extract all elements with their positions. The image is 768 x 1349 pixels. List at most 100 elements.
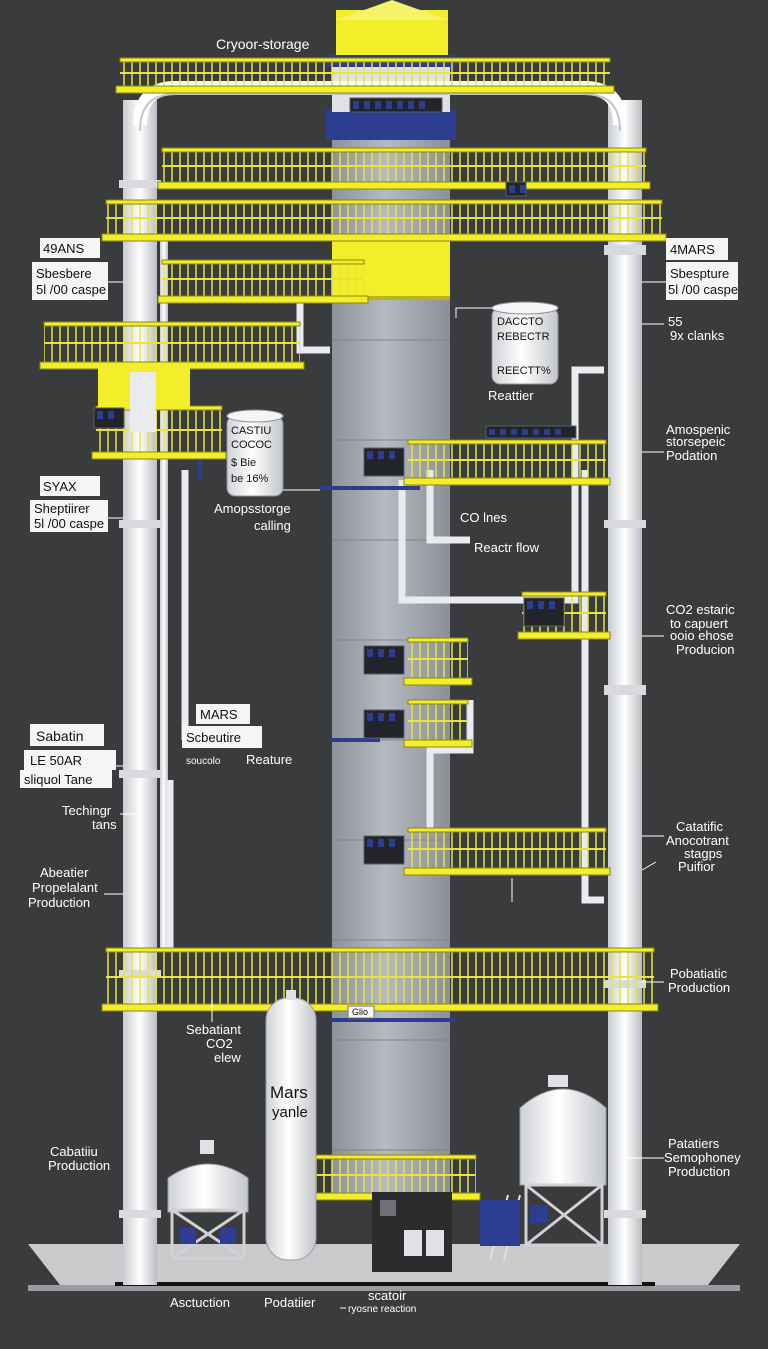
equipment-unit-8-valve-4 [386, 101, 392, 109]
right-co2-label-3: ooio ehose [670, 628, 734, 643]
top-title: Cryoor-storage [216, 36, 310, 52]
platform-5 [39, 321, 305, 370]
catalytic-label-1: Catatific [676, 819, 723, 834]
left-box-2-line1: Sheptiirer [34, 501, 90, 516]
right-atmos-label-3: Podation [666, 448, 717, 463]
platform-12-top-rail [105, 947, 655, 953]
left-tank-label-4: be 16% [231, 473, 269, 485]
right-main-pipe [604, 100, 646, 1285]
sabatin-box: Sabatin LE 50AR sliquol Tane [20, 724, 116, 788]
equipment-unit-5-valve-1 [527, 601, 533, 609]
right-tanks-label: 9x clanks [670, 328, 725, 343]
platform-10 [403, 699, 473, 748]
equipment-unit-3-valve-1 [367, 713, 373, 721]
platform-12 [101, 947, 659, 1012]
reactor-tank-label-3: REECTT% [497, 365, 551, 377]
sabatin-box-line2: LE 50AR [30, 753, 82, 768]
equipment-unit-4-valve-3 [389, 839, 395, 847]
reactor-tank-label-2: REBECTR [497, 331, 550, 343]
platform-7-top-rail [407, 439, 607, 445]
bottom-label-2: Podatiier [264, 1295, 316, 1310]
left-pipe-joint-1 [119, 180, 161, 188]
platform-13-mid-rail [316, 1174, 476, 1176]
left-box-2-title: SYAX [43, 479, 77, 494]
platform-1-mid-rail [120, 72, 610, 74]
platform-2 [157, 147, 651, 190]
equipment-unit-3 [363, 709, 405, 739]
equipment-unit-2-valve-2 [378, 649, 384, 657]
patatiers-label-1: Patatiers [668, 1136, 720, 1151]
equipment-unit-8-valve-6 [408, 101, 414, 109]
equipment-unit-1 [363, 447, 405, 477]
platform-1-top-rail [119, 57, 611, 63]
equipment-unit-1-valve-2 [378, 451, 384, 459]
right-box-1-line1: Sbespture [670, 266, 729, 281]
platform-6-deck [91, 451, 227, 460]
equipment-unit-4-valve-2 [378, 839, 384, 847]
mars-tank-label-2: yanle [272, 1104, 308, 1121]
left-pipe-joint-3 [119, 770, 161, 778]
abatier-label-2: Propelalant [32, 880, 98, 895]
equipment-unit-6-valve-1 [97, 411, 103, 419]
equipment-unit-8-body [349, 97, 443, 113]
left-box-2-line2: 5l /00 caspe [34, 516, 104, 531]
pobatiatic-label-1: Pobatiatic [670, 966, 728, 981]
platform-1 [115, 57, 615, 94]
atmos-left-label-2: calling [254, 518, 291, 533]
left-box-1-line1: Sbesbere [36, 266, 92, 281]
platform-9 [403, 637, 473, 686]
left-box-1-line2: 5l /00 caspe [36, 282, 106, 297]
equipment-unit-9-valve-2 [520, 185, 526, 193]
right-box-1-line2: 5l /00 caspe [668, 282, 738, 297]
platform-8-deck [517, 631, 611, 640]
left-tank-label-3: $ Bie [231, 457, 256, 469]
platform-3-deck [101, 233, 667, 242]
mars-tank-label-1: Mars [270, 1083, 308, 1102]
equipment-unit-8 [349, 97, 443, 113]
right-co2-label-2: to capuert [670, 616, 728, 631]
platform-5-mid-rail [44, 342, 300, 344]
platform-12-mid-rail [106, 976, 654, 978]
atmos-left-label-1: Amopsstorge [214, 501, 291, 516]
left-tank-label-2: COCOC [231, 439, 272, 451]
equipment-unit-1-valve-1 [367, 451, 373, 459]
left-box-1: 49ANS Sbesbere 5l /00 caspe [32, 238, 108, 300]
platform-11-top-rail [407, 827, 607, 833]
base-cabinet [372, 1192, 520, 1272]
small-label-box: Glio [347, 1005, 375, 1019]
mars-box-line3: soucolo [186, 756, 221, 767]
platform-11-deck [403, 867, 611, 876]
right-co2-label-4: Producion [676, 642, 735, 657]
equipment-unit-5 [523, 597, 565, 627]
equipment-unit-8-valve-5 [397, 101, 403, 109]
platform-1-deck [115, 85, 615, 94]
left-pipe-joint-5 [119, 1210, 161, 1218]
platform-2-top-rail [161, 147, 647, 153]
equipment-unit-7-valve-5 [533, 429, 539, 435]
equipment-unit-7-valve-3 [511, 429, 517, 435]
left-small-tank: CASTIU COCOC $ Bie be 16% [226, 409, 284, 497]
left-vent-cylinder [130, 372, 156, 432]
sabatin-box-line1: Sabatin [36, 728, 83, 744]
right-tanks-num: 55 [668, 314, 682, 329]
platform-9-mid-rail [408, 658, 468, 660]
platform-3-top-rail [105, 199, 663, 205]
equipment-unit-5-valve-2 [538, 601, 544, 609]
equipment-unit-3-valve-3 [389, 713, 395, 721]
left-box-2: SYAX Sheptiirer 5l /00 caspe [30, 476, 108, 532]
platform-4-deck [157, 295, 369, 304]
reactor-caption: Reattier [488, 388, 534, 403]
right-box-1: 4MARS Sbespture 5l /00 caspe [666, 238, 738, 300]
bottom-label-1: Asctuction [170, 1295, 230, 1310]
cabatiiu-label-2: Production [48, 1158, 110, 1173]
platform-11-mid-rail [408, 848, 606, 850]
mars-box-line2: Scbeutire [186, 730, 241, 745]
equipment-unit-7-valve-7 [555, 429, 561, 435]
equipment-unit-7-valve-4 [522, 429, 528, 435]
right-atmos-label-2: storsepeic [666, 434, 726, 449]
catalytic-label-2: Anocotrant [666, 833, 729, 848]
equipment-unit-4-valve-1 [367, 839, 373, 847]
right-co2-label-1: CO2 estaric [666, 602, 735, 617]
